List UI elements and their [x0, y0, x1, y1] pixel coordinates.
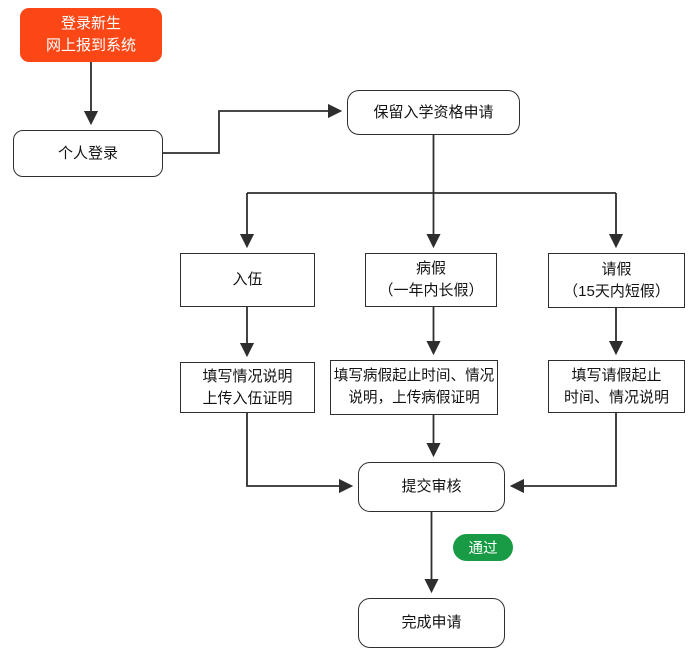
node-branch-enlist: 入伍 [180, 253, 315, 307]
node-retain-admission-application: 保留入学资格申请 [347, 90, 520, 135]
node-submit-review: 提交审核 [358, 462, 505, 512]
node-start-login-system: 登录新生 网上报到系统 [20, 8, 162, 62]
node-desc-enlist: 填写情况说明 上传入伍证明 [180, 362, 315, 413]
node-branch-short-leave: 请假 （15天内短假） [548, 253, 685, 308]
edge-desc-short-to-submit [509, 413, 617, 494]
node-desc-sick-leave: 填写病假起止时间、情况 说明，上传病假证明 [330, 360, 498, 415]
node-complete-application: 完成申请 [358, 598, 505, 648]
node-branch-sick-leave: 病假 （一年内长假） [365, 253, 497, 307]
node-personal-login: 个人登录 [13, 130, 163, 177]
node-desc-short-leave: 填写请假起止 时间、情况说明 [548, 360, 685, 413]
pass-status-badge: 通过 [453, 534, 513, 561]
edge-login-to-retain [163, 103, 343, 154]
edge-desc-enlist-to-submit [246, 413, 354, 494]
